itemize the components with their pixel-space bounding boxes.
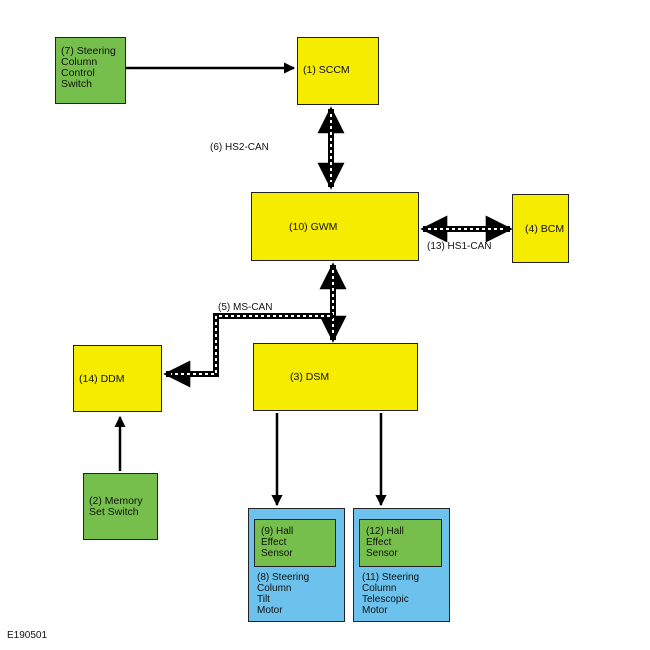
ms-can-label: (5) MS-CAN [218,302,273,313]
sccm-label: (1) SCCM [303,64,350,76]
hall-sensor-tilt-box: (9) Hall Effect Sensor [254,519,336,567]
figure-id: E190501 [7,630,48,641]
sccm-box: (1) SCCM [297,37,379,105]
memory-set-switch-label: (2) Memory Set Switch [89,495,143,518]
hall-sensor-telescopic-label: (12) Hall Effect Sensor [366,526,404,559]
ms-can-link [163,262,347,388]
steering-column-control-switch-box: (7) Steering Column Control Switch [55,37,126,104]
ddm-label: (14) DDM [79,373,125,385]
tilt-motor-label: (8) Steering Column Tilt Motor [257,572,310,616]
gwm-box: (10) GWM [251,192,419,261]
tilt-motor-box: (9) Hall Effect Sensor (8) Steering Colu… [248,508,345,622]
hs2-can-label: (6) HS2-CAN [210,142,269,153]
telescopic-motor-label: (11) Steering Column Telescopic Motor [362,572,420,616]
dsm-label: (3) DSM [290,371,330,383]
telescopic-motor-box: (12) Hall Effect Sensor (11) Steering Co… [353,508,450,622]
hall-sensor-telescopic-box: (12) Hall Effect Sensor [359,519,442,567]
bcm-box: (4) BCM [512,194,569,263]
dsm-box: (3) DSM [253,343,418,411]
hs1-can-label: (13) HS1-CAN [427,241,492,252]
gwm-label: (10) GWM [289,221,338,233]
bcm-label: (4) BCM [525,223,565,235]
memory-set-switch-box: (2) Memory Set Switch [83,473,158,540]
steering-column-control-switch-label: (7) Steering Column Control Switch [61,45,116,90]
hall-sensor-tilt-label: (9) Hall Effect Sensor [261,526,294,559]
ddm-box: (14) DDM [73,345,162,412]
